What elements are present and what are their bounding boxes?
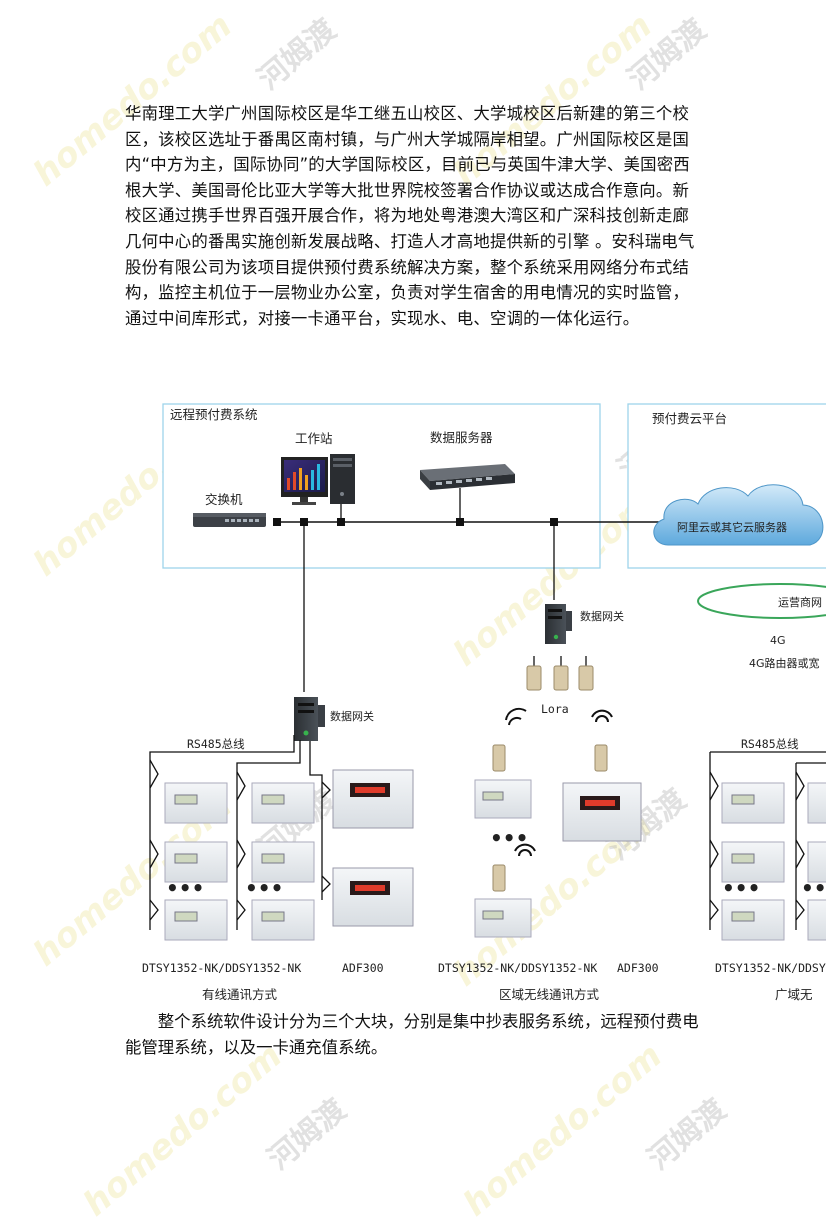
data-server-label: 数据服务器 bbox=[430, 430, 493, 445]
area-adf300-model: ADF300 bbox=[617, 961, 659, 975]
more-meters-dots: ••• bbox=[722, 876, 761, 900]
wired-caption: 有线通讯方式 bbox=[202, 987, 278, 1002]
cloud-server-label: 阿里云或其它云服务器 bbox=[677, 521, 787, 534]
document-page: homedo.com 河姆渡 homedo.com 河姆渡 homedo.com… bbox=[26, 6, 826, 1224]
more-meters-dots: ••• bbox=[166, 876, 205, 900]
cloud-platform-title: 预付费云平台 bbox=[652, 411, 728, 426]
more-meters-dots: ••• bbox=[245, 876, 284, 900]
wired-meter-model: DTSY1352-NK/DDSY1352-NK bbox=[142, 961, 302, 975]
workstation-icon bbox=[281, 454, 355, 505]
area-meter-icon bbox=[474, 779, 642, 938]
workstation-label: 工作站 bbox=[295, 431, 333, 446]
outro-text: 整个系统软件设计分为三个大块，分别是集中抄表服务系统，远程预付费电能管理系统，以… bbox=[125, 1012, 699, 1057]
gateway-label-wired: 数据网关 bbox=[330, 710, 374, 723]
area-meter-model: DTSY1352-NK/DDSY1352-NK bbox=[438, 961, 598, 975]
operator-network-ellipse bbox=[697, 583, 826, 619]
lora-module-icon bbox=[526, 656, 594, 691]
area-wireless-caption: 区域无线通讯方式 bbox=[499, 987, 600, 1002]
data-gateway-icon bbox=[545, 604, 572, 644]
lora-label: Lora bbox=[541, 702, 569, 716]
adf300-meter-icon bbox=[332, 769, 414, 927]
4g-label: 4G bbox=[770, 634, 786, 647]
intro-paragraph: 华南理工大学广州国际校区是华工继五山校区、大学城校区后新建的第三个校区，该校区选… bbox=[125, 101, 700, 331]
data-server-icon bbox=[420, 464, 515, 490]
4g-router-label: 4G路由器或宽 bbox=[749, 657, 820, 670]
remote-system-title: 远程预付费系统 bbox=[170, 407, 258, 422]
operator-network-label: 运营商网 bbox=[778, 596, 822, 609]
intro-text: 华南理工大学广州国际校区是华工继五山校区、大学城校区后新建的第三个校区，该校区选… bbox=[125, 104, 695, 328]
switch-icon bbox=[193, 513, 266, 527]
wireless-icon bbox=[505, 707, 613, 857]
outro-paragraph: 整个系统软件设计分为三个大块，分别是集中抄表服务系统，远程预付费电能管理系统，以… bbox=[125, 1009, 705, 1061]
wide-meter-model: DTSY1352-NK/DDSY bbox=[715, 961, 826, 975]
rs485-bus-label: RS485总线 bbox=[187, 737, 245, 751]
rs485-bus-label-right: RS485总线 bbox=[741, 737, 799, 751]
wide-wireless-caption: 广域无 bbox=[775, 987, 813, 1002]
more-meters-dots: ••• bbox=[801, 876, 826, 900]
gateway-label-lora: 数据网关 bbox=[580, 610, 624, 623]
wide-meter-icon bbox=[721, 782, 826, 941]
data-gateway-icon bbox=[294, 697, 325, 741]
system-diagram bbox=[149, 403, 826, 941]
wireless-module-icon bbox=[492, 744, 608, 892]
wired-meter-icon bbox=[164, 782, 315, 941]
switch-label: 交换机 bbox=[205, 492, 243, 507]
wired-adf300-model: ADF300 bbox=[342, 961, 384, 975]
more-meters-dots: ••• bbox=[490, 826, 529, 850]
remote-system-box bbox=[162, 403, 601, 569]
cloud-icon bbox=[653, 484, 824, 546]
